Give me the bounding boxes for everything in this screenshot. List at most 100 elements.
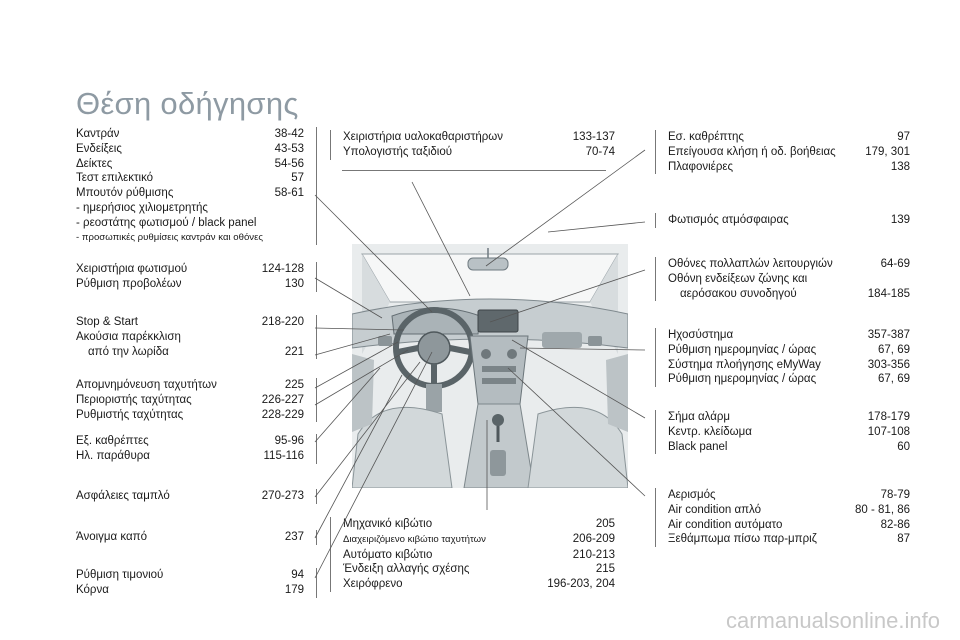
entry-label: Ρύθμιση ημερομηνίας / ώρας — [668, 343, 817, 356]
entry-label: Ενδείξεις — [76, 142, 122, 155]
watermark: carmanualsonline.info — [725, 608, 940, 633]
entry-page: 94 — [291, 569, 304, 581]
entry-label: Φωτισμός ατμόσφαιρας — [668, 214, 789, 226]
entry-label: Πλαφονιέρες — [668, 160, 734, 173]
entry-label: Ηχοσύστημα — [668, 329, 734, 341]
entry-label: Σήμα αλάρμ — [668, 411, 731, 423]
entry-label: Ρυθμιστής ταχύτητας — [76, 408, 184, 421]
entry-page: 87 — [897, 533, 910, 546]
entry-page: 124-128 — [261, 263, 304, 275]
entry-label: Κεντρ. κλείδωμα — [668, 425, 752, 438]
entry-label: Περιοριστής ταχύτητας — [76, 393, 192, 406]
index-entry: Ενδείξεις 43-53 — [76, 142, 304, 157]
entry-page: 97 — [897, 131, 910, 143]
index-entry: Ηλ. παράθυρα 115-116 — [76, 449, 304, 464]
index-entry: προσωπικές ρυθμίσεις καντράν και οθόνες — [76, 231, 304, 246]
entry-label: Διαχειριζόμενο κιβώτιο ταχυτήτων — [343, 533, 486, 545]
entry-page: 139 — [890, 214, 910, 226]
entry-label: Σύστημα πλοήγησης eMyWay — [668, 358, 821, 371]
entry-page: 221 — [284, 345, 304, 358]
dashboard-illustration — [352, 244, 628, 488]
entry-page: 115-116 — [263, 449, 305, 462]
entry-page: 70-74 — [585, 145, 615, 158]
entry-label: Ρύθμιση τιμονιού — [76, 569, 164, 581]
entry-page: 210-213 — [572, 548, 615, 561]
entry-label: Stop & Start — [76, 316, 139, 328]
entry-label: Μηχανικό κιβώτιο — [343, 518, 433, 530]
index-entry: Κεντρ. κλείδωμα 107-108 — [668, 425, 910, 440]
entry-page: 64-69 — [880, 258, 910, 270]
entry-label: Άνοιγμα καπό — [76, 531, 147, 543]
entry-label: Ηλ. παράθυρα — [76, 449, 150, 462]
entry-page: 138 — [890, 160, 910, 173]
index-entry: Πλαφονιέρες 138 — [668, 160, 910, 175]
entry-page: 60 — [897, 440, 910, 453]
entry-page: 107-108 — [867, 425, 910, 438]
index-entry: ρεοστάτης φωτισμού / black panel — [76, 216, 304, 231]
entry-page: 205 — [595, 518, 615, 530]
ambient-light-section: Φωτισμός ατμόσφαιρας 139 — [655, 213, 910, 228]
entry-label: Επείγουσα κλήση ή οδ. βοήθειας — [668, 145, 836, 158]
entry-label: Ένδειξη αλλαγής σχέσης — [343, 563, 470, 576]
entry-page: 218-220 — [261, 316, 304, 328]
entry-label: ημερήσιος χιλιομετρητής — [76, 201, 208, 216]
entry-page: 228-229 — [261, 408, 304, 421]
entry-label: Τεστ επιλεκτικό — [76, 172, 154, 185]
entry-page: 215 — [595, 563, 615, 576]
entry-page: 95-96 — [274, 435, 304, 447]
entry-page: 225 — [284, 379, 304, 391]
entry-page: 38-42 — [274, 128, 304, 140]
entry-label: αερόσακου συνοδηγού — [680, 287, 797, 300]
page-title: Θέση οδήγησης — [76, 86, 299, 121]
entry-page: 58-61 — [274, 187, 304, 200]
entry-label: Air condition αυτόματο — [668, 518, 783, 531]
entry-label: Οθόνη ενδείξεων ζώνης και — [668, 272, 808, 285]
index-entry: αερόσακου συνοδηγού 184-185 — [668, 287, 910, 302]
index-entry: Ρύθμιση τιμονιού 94 — [76, 568, 304, 583]
index-entry: Χειριστήρια φωτισμού 124-128 — [76, 262, 304, 277]
index-entry: Ακούσια παρέκκλιση — [76, 330, 304, 345]
entry-label: Χειριστήρια φωτισμού — [76, 263, 188, 275]
entry-label: Ξεθάμπωμα πίσω παρ-μπριζ — [668, 533, 817, 546]
entry-page: 184-185 — [867, 287, 910, 300]
entry-page: 226-227 — [261, 393, 304, 406]
entry-page: 133-137 — [572, 131, 615, 143]
index-entry: Φωτισμός ατμόσφαιρας 139 — [668, 213, 910, 228]
entry-label: Εσ. καθρέπτης — [668, 131, 744, 143]
entry-page: 43-53 — [274, 142, 304, 155]
entry-page: 54-56 — [274, 157, 304, 170]
